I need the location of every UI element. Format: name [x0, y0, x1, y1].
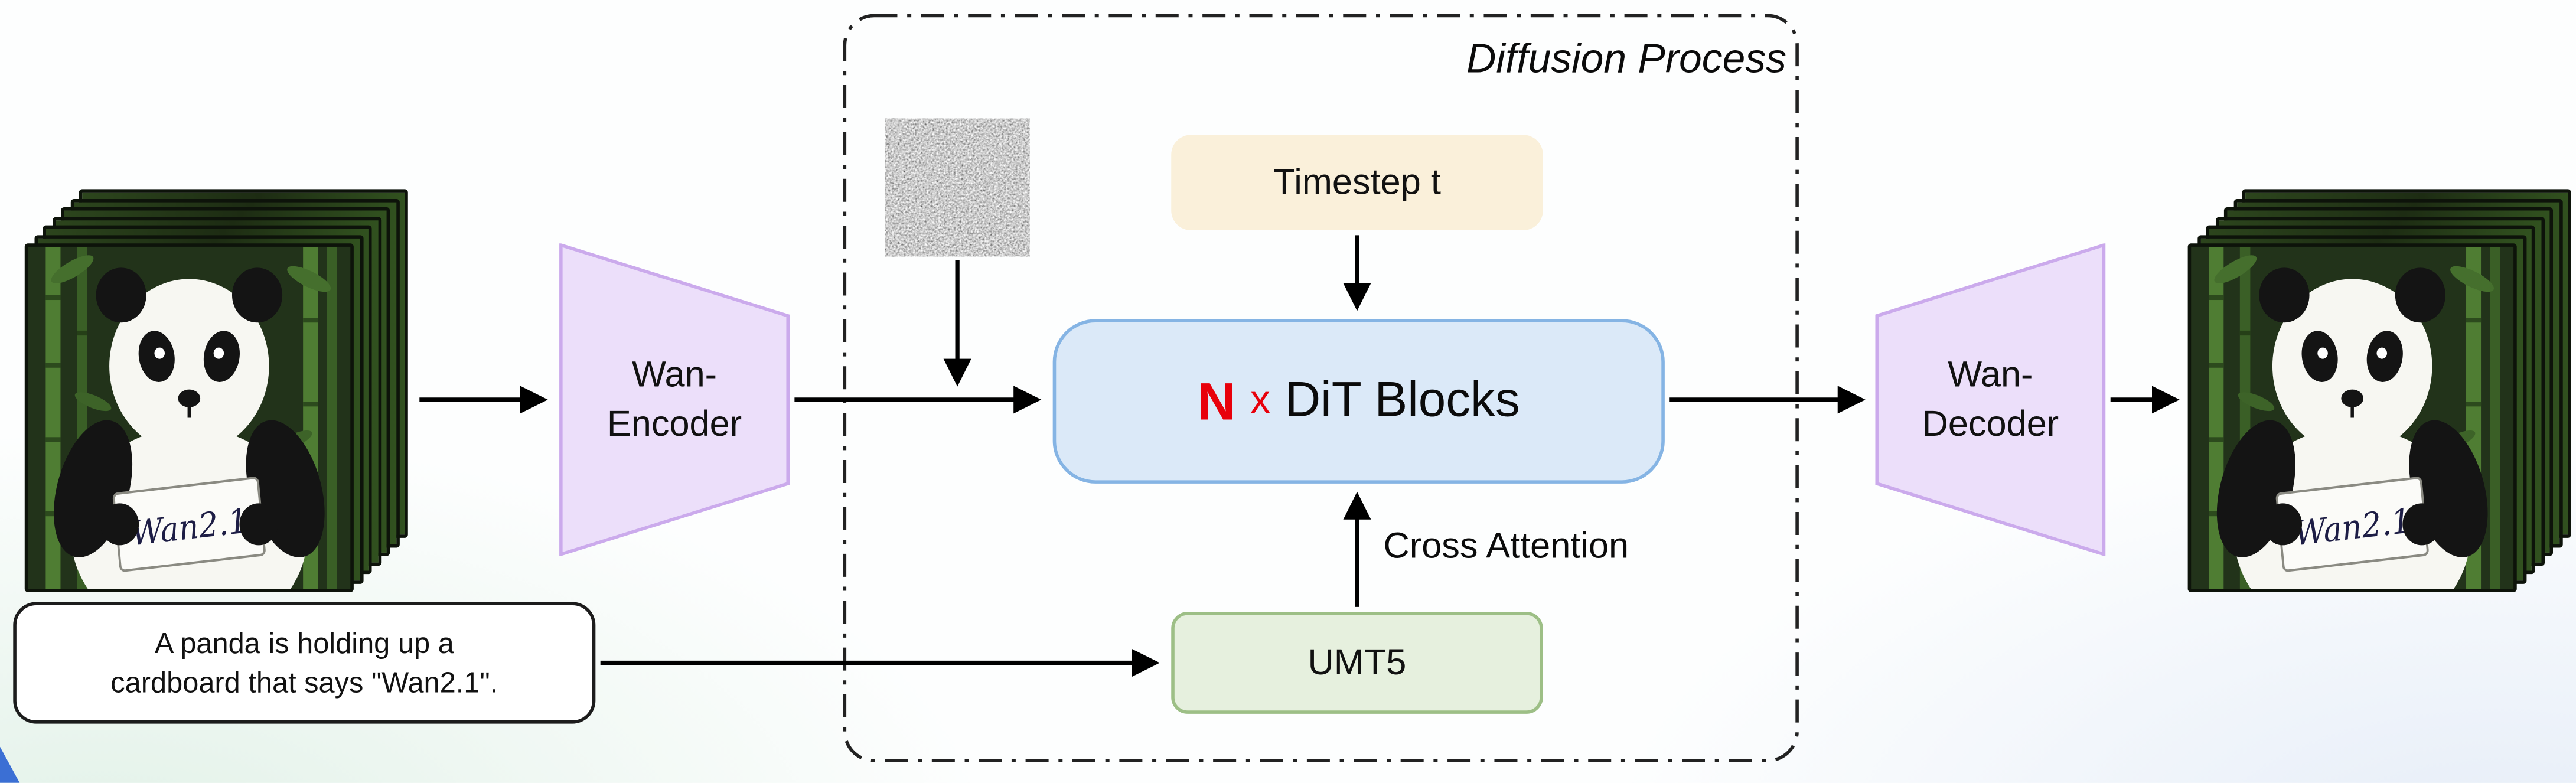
umt5-label: UMT5: [1307, 641, 1407, 683]
decoder-label-line1: Wan-: [1948, 354, 2033, 396]
timestep-label: Timestep t: [1273, 161, 1441, 203]
wan-encoder-block: Wan- Encoder: [559, 243, 790, 556]
input-video-frames: [24, 189, 408, 592]
dit-x-symbol: x: [1250, 378, 1270, 423]
diffusion-process-container: [842, 13, 1799, 763]
decoder-trapezoid-shape: [1875, 243, 2106, 556]
encoder-label-line2: Encoder: [606, 403, 742, 445]
umt5-block: UMT5: [1171, 612, 1543, 714]
dit-n-symbol: N: [1197, 371, 1236, 430]
prompt-line-2: cardboard that says "Wan2.1".: [110, 666, 498, 699]
corner-artifact: [0, 746, 20, 783]
output-video-frames: [2187, 189, 2571, 592]
decoder-label-line2: Decoder: [1922, 403, 2059, 445]
prompt-line-1: A panda is holding up a: [154, 625, 454, 659]
dit-blocks-label: DiT Blocks: [1284, 373, 1520, 428]
cross-attention-label: Cross Attention: [1383, 524, 1629, 566]
diffusion-dashed-border: [843, 14, 1799, 763]
input-panda-image: [24, 243, 354, 592]
encoder-trapezoid-shape: [559, 243, 790, 556]
timestep-block: Timestep t: [1171, 135, 1543, 230]
wan-decoder-block: Wan- Decoder: [1875, 243, 2106, 556]
diffusion-process-title: Diffusion Process: [1466, 36, 1786, 83]
text-prompt-box: A panda is holding up a cardboard that s…: [13, 602, 596, 724]
dit-blocks-block: N x DiT Blocks: [1052, 319, 1665, 484]
output-panda-image: [2187, 243, 2517, 592]
noise-latent-image: [885, 118, 1030, 257]
encoder-label-line1: Wan-: [631, 354, 718, 396]
